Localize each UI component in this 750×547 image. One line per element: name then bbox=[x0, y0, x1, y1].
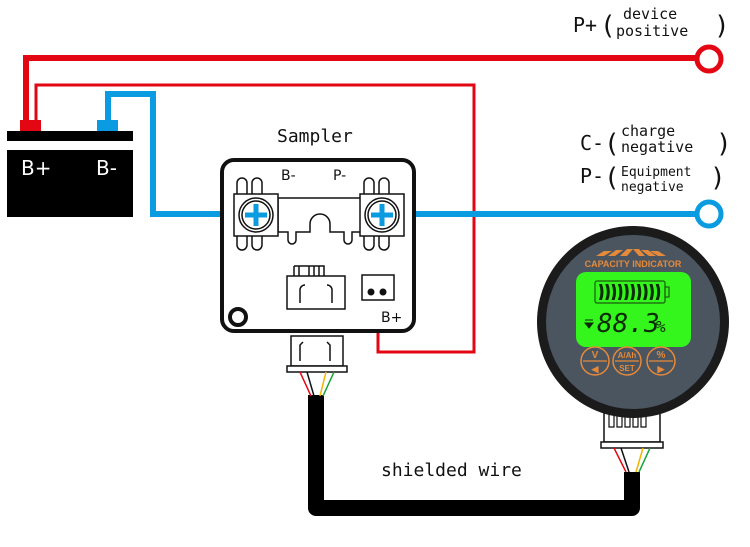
p-plus-terminal[interactable] bbox=[694, 44, 724, 74]
shielded-cable: shielded wire bbox=[286, 335, 664, 516]
battery-segment bbox=[605, 284, 610, 300]
sampler-b-plus-terminal[interactable] bbox=[361, 274, 395, 301]
lcd-screen bbox=[576, 272, 691, 347]
sampler-title: Sampler bbox=[277, 126, 353, 147]
terminal-label-c-minus: C- ( charge negative ) bbox=[580, 122, 732, 159]
sampler-side-plug bbox=[286, 335, 348, 397]
battery-body bbox=[7, 150, 133, 217]
b-minus-screw-terminal[interactable] bbox=[233, 177, 279, 251]
meter-button-percent[interactable]: % ▶ bbox=[646, 346, 676, 376]
terminal-label-p-plus: P+ ( device positive ) bbox=[573, 5, 730, 41]
sampler-b-minus-label: B- bbox=[281, 168, 296, 184]
cable-label: shielded wire bbox=[381, 460, 522, 481]
battery-segment bbox=[636, 284, 642, 300]
p-minus-line2: negative bbox=[621, 180, 684, 195]
button-set-bottom: SET bbox=[619, 364, 635, 373]
battery-lid bbox=[7, 131, 133, 141]
mounting-hole bbox=[228, 307, 248, 327]
sampler-b-plus-wire bbox=[34, 83, 476, 354]
button-v-top: V bbox=[592, 350, 599, 361]
battery-segment bbox=[599, 284, 604, 300]
sampler: Sampler B- P- bbox=[220, 126, 416, 333]
c-minus-line2: negative bbox=[621, 138, 693, 156]
brand-logo-icon bbox=[596, 249, 666, 256]
shunt-bar bbox=[277, 197, 363, 245]
meter-button-v[interactable]: V ◀ bbox=[580, 346, 610, 376]
p-plus-line2: positive bbox=[616, 22, 688, 40]
battery-segment bbox=[611, 284, 617, 300]
meter-brand-label: CAPACITY INDICATOR bbox=[585, 259, 682, 269]
paren-open: ( bbox=[604, 129, 620, 159]
battery-pos-post bbox=[20, 120, 41, 131]
paren-close: ) bbox=[714, 11, 730, 41]
paren-open: ( bbox=[600, 11, 616, 41]
capacity-meter: CAPACITY INDICATOR 88.3 % V ◀ A/Ah SET %… bbox=[537, 226, 729, 418]
negative-wires bbox=[105, 91, 700, 217]
terminal-label-p-minus: P- ( Equipment negative ) bbox=[580, 163, 726, 195]
c-minus-prefix: C- bbox=[580, 131, 604, 155]
plus-icon bbox=[371, 204, 393, 226]
meter-side-plug bbox=[600, 411, 664, 473]
lcd-down-arrow-icon bbox=[583, 319, 595, 329]
p-minus-prefix: P- bbox=[580, 164, 604, 188]
p-plus-prefix: P+ bbox=[573, 13, 597, 37]
battery-segment bbox=[624, 284, 629, 300]
p-minus-screw-terminal[interactable] bbox=[359, 177, 405, 251]
battery-neg-label: B- bbox=[96, 156, 117, 180]
lcd-reading: 88.3 bbox=[597, 309, 660, 339]
c-minus-line1: charge bbox=[621, 122, 675, 140]
cable-jacket bbox=[308, 395, 640, 516]
lcd-battery-icon bbox=[594, 280, 670, 304]
p-minus-line1: Equipment bbox=[621, 165, 691, 180]
battery-pos-label: B+ bbox=[21, 156, 51, 180]
battery-segment bbox=[643, 284, 648, 300]
sampler-b-plus-label: B+ bbox=[381, 310, 402, 326]
paren-close: ) bbox=[716, 129, 732, 159]
battery-segment bbox=[655, 284, 661, 300]
sampler-data-connector[interactable] bbox=[286, 265, 346, 310]
lcd-unit: % bbox=[656, 317, 666, 336]
positive-wires bbox=[23, 55, 700, 354]
sampler-p-minus-label: P- bbox=[333, 168, 346, 184]
p-minus-terminal[interactable] bbox=[694, 199, 724, 229]
battery-b-minus-wire bbox=[105, 91, 240, 217]
battery-segment bbox=[630, 284, 635, 300]
p-plus-line1: device bbox=[623, 5, 677, 23]
paren-open: ( bbox=[604, 163, 620, 193]
plus-icon bbox=[245, 204, 267, 226]
paren-close: ) bbox=[710, 163, 726, 193]
battery-segment bbox=[649, 284, 654, 300]
p-plus-wire bbox=[23, 55, 700, 126]
meter-button-set[interactable]: A/Ah SET bbox=[612, 346, 642, 376]
button-set-top: A/Ah bbox=[618, 351, 637, 360]
button-percent-top: % bbox=[657, 350, 666, 361]
left-arrow-icon: ◀ bbox=[591, 364, 600, 374]
right-arrow-icon: ▶ bbox=[657, 364, 666, 374]
battery: B+ B- bbox=[7, 120, 133, 217]
battery-segment bbox=[617, 284, 623, 300]
battery-neg-post bbox=[97, 120, 118, 131]
